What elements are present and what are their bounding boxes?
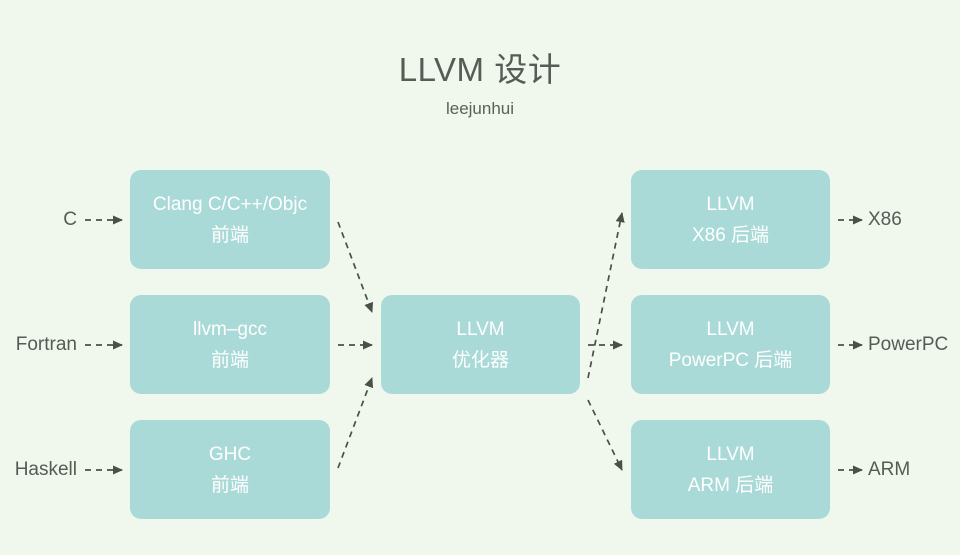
node-llvm-optimizer[interactable]: LLVM 优化器 — [381, 295, 580, 394]
node-clang-frontend[interactable]: Clang C/C++/Objc 前端 — [130, 170, 330, 269]
node-llvmgcc-frontend[interactable]: llvm–gcc 前端 — [130, 295, 330, 394]
node-arm-line1: LLVM — [706, 443, 755, 465]
page-subtitle: leejunhui — [445, 99, 515, 118]
node-optimizer-line2: 优化器 — [451, 349, 509, 371]
node-clang-line1: Clang C/C++/Objc — [152, 193, 308, 215]
edge-optimizer-to-arm — [587, 399, 623, 471]
input-label-fortran: Fortran — [15, 334, 77, 355]
node-llvmgcc-line2: 前端 — [210, 349, 249, 371]
page-title: LLVM 设计 — [398, 51, 562, 88]
node-x86-line2: X86 后端 — [691, 224, 770, 246]
output-label-x86: X86 — [868, 209, 902, 230]
input-label-c: C — [63, 209, 77, 230]
node-x86-line1: LLVM — [706, 193, 755, 215]
node-powerpc-line1: LLVM — [706, 318, 755, 340]
edge-ghc-to-optimizer — [337, 377, 374, 469]
node-llvmgcc-line1: llvm–gcc — [193, 318, 267, 340]
edge-clang-to-optimizer — [337, 221, 374, 313]
node-arm-line2: ARM 后端 — [687, 474, 774, 496]
output-label-arm: ARM — [868, 459, 911, 480]
node-ghc-line2: 前端 — [210, 474, 249, 496]
output-label-powerpc: PowerPC — [868, 334, 949, 355]
node-powerpc-backend[interactable]: LLVM PowerPC 后端 — [631, 295, 830, 394]
edge-optimizer-to-x86 — [587, 212, 625, 379]
node-x86-backend[interactable]: LLVM X86 后端 — [631, 170, 830, 269]
node-powerpc-line2: PowerPC 后端 — [668, 349, 793, 371]
node-optimizer-line1: LLVM — [456, 318, 505, 340]
input-label-haskell: Haskell — [14, 459, 77, 480]
node-ghc-frontend[interactable]: GHC 前端 — [130, 420, 330, 519]
node-clang-line2: 前端 — [210, 224, 249, 246]
node-arm-backend[interactable]: LLVM ARM 后端 — [631, 420, 830, 519]
node-ghc-line1: GHC — [208, 443, 252, 465]
